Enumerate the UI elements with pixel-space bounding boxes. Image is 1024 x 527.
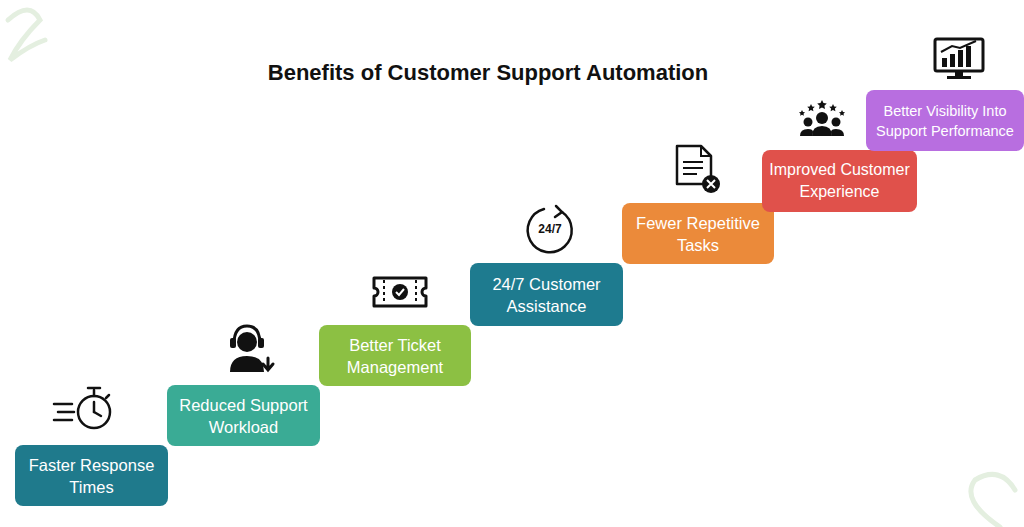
step-text-group: Better Visibility Into Support Performan… bbox=[872, 101, 1018, 141]
step-text-group: Improved Customer Experience bbox=[768, 159, 911, 203]
step-text-group: 24/7 Customer Assistance bbox=[476, 273, 617, 317]
step-label: 24/7 Customer Assistance bbox=[476, 273, 617, 317]
step-text-group: Fewer Repetitive Tasks bbox=[628, 212, 768, 256]
step-text-group: Faster Response Times bbox=[21, 454, 162, 498]
step-box: Better Visibility Into Support Performan… bbox=[866, 90, 1024, 151]
ticket-icon bbox=[374, 278, 426, 306]
step-box: Fewer Repetitive Tasks bbox=[622, 203, 774, 264]
icon-text: 24/7 bbox=[530, 222, 570, 236]
step-label: Reduced Support Workload bbox=[173, 394, 314, 438]
stopwatch-icon bbox=[54, 388, 110, 428]
step-label: Fewer Repetitive Tasks bbox=[628, 212, 768, 256]
swirl-decoration bbox=[8, 10, 1015, 527]
step-box: Better Ticket Management bbox=[319, 325, 471, 386]
analytics-monitor-icon bbox=[935, 39, 983, 79]
step-label: Better Visibility Into Support Performan… bbox=[872, 101, 1018, 141]
diagram-title: Benefits of Customer Support Automation bbox=[0, 60, 976, 86]
step-box: Faster Response Times bbox=[15, 445, 168, 506]
step-box: Improved Customer Experience bbox=[762, 150, 917, 212]
step-label: Faster Response Times bbox=[21, 454, 162, 498]
step-text-group: Reduced Support Workload bbox=[173, 394, 314, 438]
round-the-clock-icon bbox=[528, 206, 572, 252]
step-text-group: Better Ticket Management bbox=[325, 334, 465, 378]
document-cancel-icon bbox=[677, 146, 720, 193]
step-box: Reduced Support Workload bbox=[167, 385, 320, 446]
step-label: Improved Customer Experience bbox=[768, 159, 911, 203]
step-label: Better Ticket Management bbox=[325, 334, 465, 378]
step-box: 24/7 Customer Assistance bbox=[470, 263, 623, 326]
support-agent-icon bbox=[230, 326, 273, 372]
customers-rating-icon bbox=[799, 100, 845, 136]
